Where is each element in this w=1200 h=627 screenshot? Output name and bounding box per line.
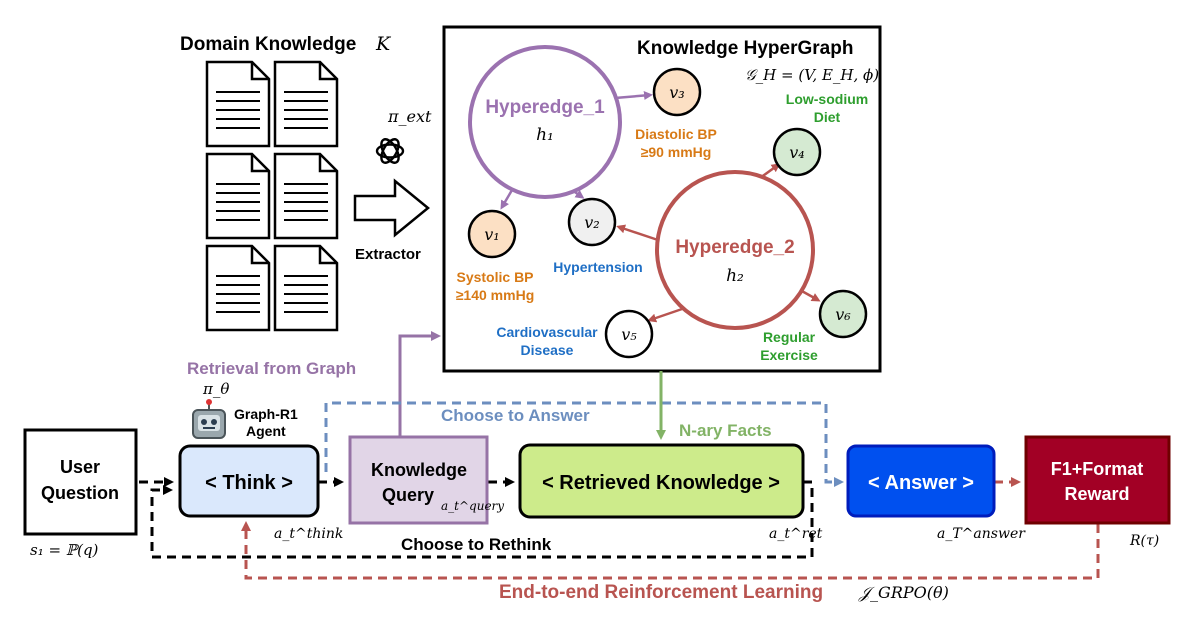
reinforcement-learning-label: End-to-end Reinforcement Learning: [499, 582, 823, 603]
think-label: < Think >: [205, 472, 293, 494]
agent-name-line-1: Graph-R1: [234, 406, 298, 422]
user-question-box: User Question s₁ = ℙ(q): [23, 428, 138, 559]
reward-box: F1+Format Reward R(τ): [1024, 435, 1171, 549]
user-question-line-1: User: [60, 457, 100, 477]
reward-symbol: R(τ): [1129, 533, 1159, 549]
graph-r1-agent: π_θ Graph-R1 Agent: [192, 380, 298, 439]
rethink-loop-arrow: [150, 480, 814, 559]
reinforcement-learning-objective: 𝒥_GRPO(θ): [858, 583, 949, 602]
retrieval-arrow: [398, 331, 441, 437]
domain-knowledge-title: Domain Knowledge: [180, 34, 356, 55]
document-icon: [205, 244, 271, 332]
extractor-label: Extractor: [355, 246, 421, 263]
document-icon: [205, 60, 271, 148]
retrieved-knowledge-box: < Retrieved Knowledge > a_t^ret: [518, 443, 823, 542]
node-3-label-line: Diastolic BP: [635, 126, 717, 142]
robot-icon: [192, 399, 226, 439]
node-1-id: v₁: [484, 225, 499, 244]
node-4-label-line: Low-sodium: [786, 91, 868, 107]
agent-name-line-2: Agent: [246, 423, 286, 439]
hyperedge-2-name: Hyperedge_2: [675, 237, 794, 258]
node-5-label-line: Disease: [521, 342, 574, 358]
retrieval-from-graph-label: Retrieval from Graph: [187, 359, 356, 378]
hyperedge-2: Hyperedge_2 h₂: [655, 170, 815, 330]
node-5-id: v₅: [621, 325, 637, 344]
answer-box: < Answer > a_T^answer: [846, 444, 1026, 542]
hyperedge-arrow: [616, 224, 659, 242]
node-3-id: v₃: [669, 83, 684, 102]
choose-to-rethink-label: Choose to Rethink: [401, 535, 552, 554]
retrieved-action-symbol: a_t^ret: [769, 526, 823, 542]
node-6-label-line: Exercise: [760, 347, 818, 363]
retrieved-knowledge-label: < Retrieved Knowledge >: [542, 472, 780, 494]
extractor-arrow-icon: [353, 178, 430, 238]
document-icon: [273, 244, 339, 332]
answer-label: < Answer >: [868, 472, 974, 494]
hyperedge-1-symbol: h₁: [536, 125, 554, 145]
node-2-label-line: Hypertension: [553, 259, 642, 275]
answer-action-symbol: a_T^answer: [937, 526, 1026, 542]
agent-policy-symbol: π_θ: [202, 380, 229, 398]
hyperedge-1: Hyperedge_1 h₁: [468, 45, 622, 199]
openai-logo-icon: [375, 138, 405, 164]
node-5-label-line: Cardiovascular: [496, 324, 598, 340]
domain-knowledge-panel: Domain Knowledge K: [180, 33, 392, 332]
document-stack: [205, 60, 339, 332]
user-question-line-2: Question: [41, 483, 119, 503]
hyperedge-arrow: [647, 306, 686, 323]
node-6-id: v₆: [835, 305, 851, 324]
think-box: < Think > a_t^think: [178, 444, 343, 542]
hyperedge-1-name: Hyperedge_1: [485, 97, 605, 118]
hypergraph-nodes: v₁ Systolic BP ≥140 mmHg v₂ Hypertension v₃ Di…: [456, 67, 868, 363]
reward-line-1: F1+Format: [1051, 459, 1144, 479]
knowledge-query-line-1: Knowledge: [371, 460, 467, 480]
hypergraph-formula: 𝒢_H = (V, E_H, ϕ): [745, 66, 879, 84]
reward-line-2: Reward: [1064, 484, 1129, 504]
hypergraph-title: Knowledge HyperGraph: [637, 38, 853, 59]
node-2: v₂ Hypertension: [553, 197, 643, 275]
node-4-id: v₄: [789, 143, 804, 162]
knowledge-hypergraph-panel: Knowledge HyperGraph 𝒢_H = (V, E_H, ϕ) H…: [442, 25, 882, 373]
document-icon: [273, 152, 339, 240]
choose-to-answer-arrow: [324, 401, 844, 487]
domain-knowledge-symbol: K: [375, 33, 392, 55]
node-1-label-line: ≥140 mmHg: [456, 287, 535, 303]
node-2-id: v₂: [584, 213, 599, 232]
document-icon: [205, 152, 271, 240]
node-3-label-line: ≥90 mmHg: [641, 144, 712, 160]
choose-to-answer-label: Choose to Answer: [441, 406, 590, 425]
nary-facts-label: N-ary Facts: [679, 421, 772, 440]
query-action-symbol: a_t^query: [441, 499, 504, 513]
node-1-label-line: Systolic BP: [456, 269, 533, 285]
node-3: v₃ Diastolic BP ≥90 mmHg: [635, 67, 717, 160]
extractor-symbol: π_ext: [387, 107, 432, 126]
knowledge-query-line-2: Query: [382, 485, 434, 505]
node-6-label-line: Regular: [763, 329, 816, 345]
initial-state-label: s₁ = ℙ(q): [30, 541, 99, 559]
hyperedge-2-symbol: h₂: [726, 266, 744, 286]
extractor-group: π_ext Extractor: [353, 107, 432, 263]
node-1: v₁ Systolic BP ≥140 mmHg: [456, 209, 535, 303]
node-4-label-line: Diet: [814, 109, 841, 125]
hyperedge-arrow: [614, 91, 653, 100]
knowledge-query-box: Knowledge Query a_t^query: [348, 435, 504, 525]
document-icon: [273, 60, 339, 148]
think-action-symbol: a_t^think: [274, 526, 343, 542]
reinforcement-learning-loop-arrow: [241, 521, 1100, 580]
